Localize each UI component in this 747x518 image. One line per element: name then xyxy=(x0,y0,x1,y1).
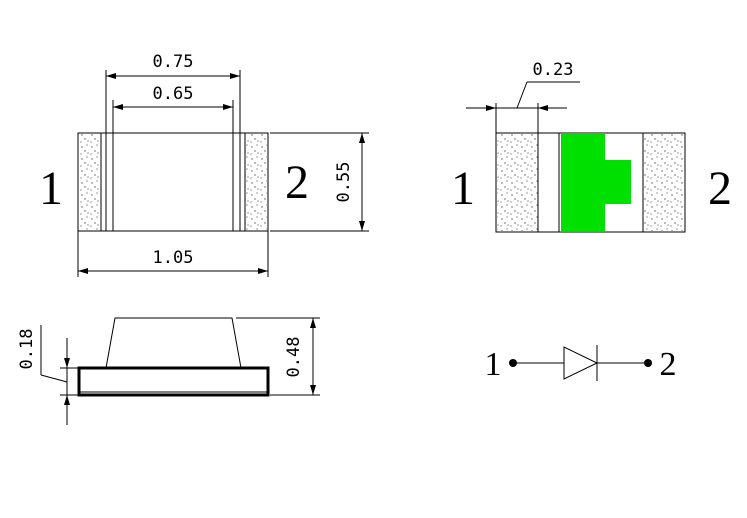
dim-terminal: 0.23 xyxy=(533,60,574,80)
dim-inner-width: 0.65 xyxy=(153,84,194,104)
dim-height: 0.55 xyxy=(334,162,354,203)
diode-triangle xyxy=(563,346,599,380)
body-outline xyxy=(77,132,269,232)
pin-label-right: 2 xyxy=(285,156,309,209)
dim-outer-width: 0.75 xyxy=(153,52,194,72)
polarity-view: 0.23 1 2 xyxy=(451,60,732,233)
top-view: 0.75 0.65 1.05 0.55 1 2 xyxy=(39,52,369,277)
polarity-right-terminal xyxy=(643,134,684,231)
diode-schematic: 1 2 xyxy=(485,345,677,383)
lens-dome xyxy=(105,317,242,369)
left-terminal xyxy=(79,134,101,230)
substrate xyxy=(77,366,270,397)
pin-label-left: 1 xyxy=(39,162,63,215)
polarity-pin-label-right: 2 xyxy=(708,162,732,215)
dim-pad-thickness: 0.18 xyxy=(17,329,37,370)
right-terminal xyxy=(245,134,267,230)
polarity-left-terminal xyxy=(497,134,538,231)
polarity-pin-label-left: 1 xyxy=(451,162,475,215)
dim-total-length: 1.05 xyxy=(153,248,194,268)
dim-total-height: 0.48 xyxy=(284,337,304,378)
cathode-label: 2 xyxy=(660,346,677,383)
polarity-marking xyxy=(561,134,631,231)
side-view: 0.48 0.18 xyxy=(17,317,320,425)
anode-label: 1 xyxy=(485,346,502,383)
polarity-body-outline xyxy=(495,132,686,233)
